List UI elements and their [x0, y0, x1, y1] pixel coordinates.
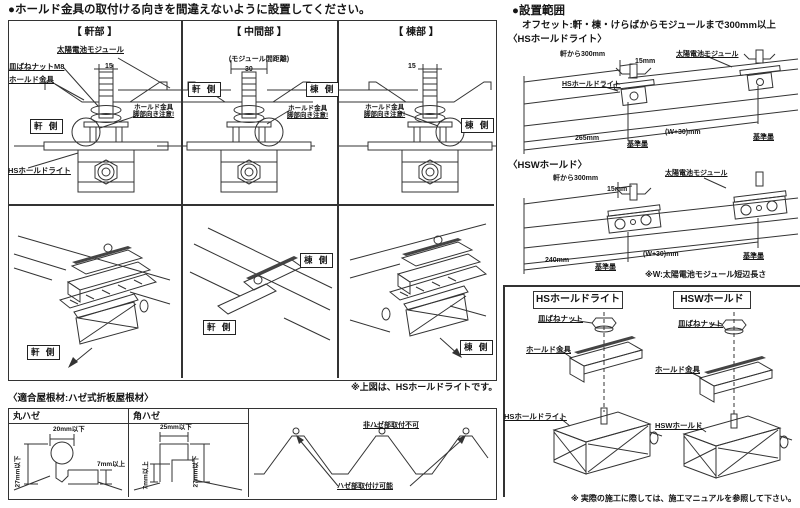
hsw-offset-drawing — [523, 171, 799, 274]
hs-base-label: HSホールドライト — [504, 412, 567, 421]
hsw-15mm-dim: 15mm — [607, 186, 628, 193]
hsw-exploded-drawing — [682, 312, 793, 479]
page-title: ●ホールド金具の取付ける向きを間違えないように設置してください。 — [8, 4, 371, 16]
hsw-base-label: HSWホールド — [655, 421, 703, 430]
hs-span-dim: (W+30)mm — [665, 129, 701, 136]
round-seam-dim-right: 7mm以上 — [97, 461, 126, 468]
hs-exploded-drawing — [552, 312, 663, 475]
square-seam-dim-right: 27mm以下 — [192, 455, 200, 488]
hs-figure-note: ※上図は、HSホールドライトです。 — [351, 382, 498, 392]
panel-divider-1 — [181, 21, 183, 378]
hsw-bracket-label: ホールド金具 — [655, 365, 700, 374]
hs-base-label: HSホールドライト — [562, 81, 621, 88]
middle-cross-section-drawing — [157, 60, 315, 193]
ridge-iso-drawing — [349, 223, 488, 358]
hs-offset-drawing — [523, 49, 799, 154]
round-seam-drawing — [13, 434, 123, 491]
ridge-iso-side-box: 棟 側 — [460, 340, 494, 355]
middle-caution-line2: 脚部向き注意! — [287, 112, 329, 120]
hsw-ref-line-2: 基準墨 — [743, 253, 764, 260]
hs-bracket-label: ホールド金具 — [526, 345, 571, 354]
middle-eaves-box: 軒 側 — [188, 82, 222, 97]
hsw-product-title-box: HSWホールド — [673, 291, 751, 309]
footer-note: ※ 実際の施工に際しては、施工マニュアルを参照して下さい。 — [570, 494, 796, 503]
eaves-caution: ホールド金具 脚部向き注意! — [133, 104, 174, 119]
eaves-nut-label: 皿ばねナットM8 — [9, 62, 65, 71]
middle-iso-drawing — [189, 227, 333, 341]
panel-eaves-header: 【 軒部 】 — [71, 27, 118, 38]
middle-iso-eaves-box: 軒 側 — [203, 320, 237, 335]
products-divider-v — [503, 285, 505, 497]
range-heading: ●設置範囲 — [512, 5, 565, 17]
eaves-caution-line2: 脚部向き注意! — [133, 111, 175, 119]
round-seam-dim-top: 20mm以下 — [53, 426, 85, 433]
ridge-caution-line1: ホールド金具 — [365, 104, 405, 111]
roof-table-div1 — [128, 409, 130, 497]
round-seam-title: 丸ハゼ — [13, 411, 41, 421]
hsw-module-label: 太陽電池モジュール — [665, 170, 728, 177]
roof-compat-heading: 〈適合屋根材:ハゼ式折板屋根材〉 — [8, 393, 154, 404]
middle-dim-30: 30 — [245, 66, 253, 73]
hs-15mm-dim: 15mm — [635, 58, 656, 65]
square-seam-title: 角ハゼ — [133, 411, 161, 421]
hsw-ref-line-1: 基準墨 — [595, 264, 616, 271]
hs-nut-label: 皿ばねナット — [538, 314, 583, 323]
products-divider-h — [505, 285, 800, 287]
round-seam-dim-left: 27mm以下 — [14, 455, 22, 488]
panel-divider-2 — [337, 21, 339, 378]
range-hs-title: 〈HSホールドライト〉 — [508, 34, 607, 45]
hs-ref-line-1: 基準墨 — [627, 141, 648, 148]
eaves-iso-drawing — [13, 235, 171, 368]
seam-no-attach-label: 非ハゼ部取付不可 — [363, 422, 419, 429]
roof-table-header-line — [9, 423, 249, 425]
range-subtitle: オフセット:軒・棟・けらばからモジュールまで300mm以上 — [522, 20, 776, 31]
hsw-nut-label: 皿ばねナット — [678, 319, 723, 328]
eaves-base-label: HSホールドライト — [8, 166, 71, 175]
eaves-dim-15: 15 — [105, 63, 113, 70]
hsw-w-note: ※W:太陽電池モジュール短辺長さ — [645, 270, 767, 279]
hsw-eaves-dim: 軒から300mm — [553, 175, 599, 182]
hsw-span-dim: (W+30)mm — [643, 251, 679, 258]
panel-middle-header: 【 中間部 】 — [231, 27, 287, 38]
ridge-cross-section-drawing — [338, 64, 496, 193]
hs-265mm-dim: 265mm — [575, 135, 600, 142]
eaves-caution-line1: ホールド金具 — [134, 104, 174, 111]
middle-distance-label: (モジュール間距離) — [228, 56, 290, 63]
hs-product-title-box: HSホールドライト — [533, 291, 623, 309]
hs-eaves-dim: 軒から300mm — [560, 51, 606, 58]
eaves-bracket-label: ホールド金具 — [9, 75, 54, 84]
middle-caution: ホールド金具 脚部向き注意! — [287, 105, 328, 120]
eaves-iso-side-box: 軒 側 — [27, 345, 61, 360]
square-seam-dim-top: 25mm以下 — [160, 424, 192, 431]
ridge-caution-line2: 脚部向き注意! — [364, 111, 406, 119]
ridge-side-box: 棟 側 — [461, 118, 495, 133]
square-seam-drawing — [133, 432, 243, 491]
seam-profile-drawing — [254, 425, 489, 487]
hs-module-label: 太陽電池モジュール — [676, 51, 739, 58]
hsw-240mm-dim: 240mm — [545, 257, 570, 264]
hs-ref-line-2: 基準墨 — [753, 134, 774, 141]
middle-caution-line1: ホールド金具 — [288, 105, 328, 112]
roof-table-div2 — [248, 409, 250, 497]
middle-ridge-box: 棟 側 — [306, 82, 340, 97]
seam-attach-ok-label: ハゼ部取付け可能 — [337, 483, 393, 490]
panel-divider-h — [9, 204, 494, 206]
ridge-caution: ホールド金具 脚部向き注意! — [364, 104, 405, 119]
ridge-dim-15: 15 — [408, 63, 416, 70]
middle-iso-ridge-box: 棟 側 — [300, 253, 334, 268]
eaves-cross-section-drawing — [14, 57, 172, 193]
eaves-side-box: 軒 側 — [30, 119, 64, 134]
range-hsw-title: 〈HSWホールド〉 — [508, 160, 588, 171]
panel-ridge-header: 【 棟部 】 — [393, 27, 439, 38]
square-seam-dim-left: 7mm以上 — [142, 461, 150, 490]
orientation-panels-box — [8, 20, 497, 381]
eaves-module-label: 太陽電池モジュール — [57, 45, 124, 54]
